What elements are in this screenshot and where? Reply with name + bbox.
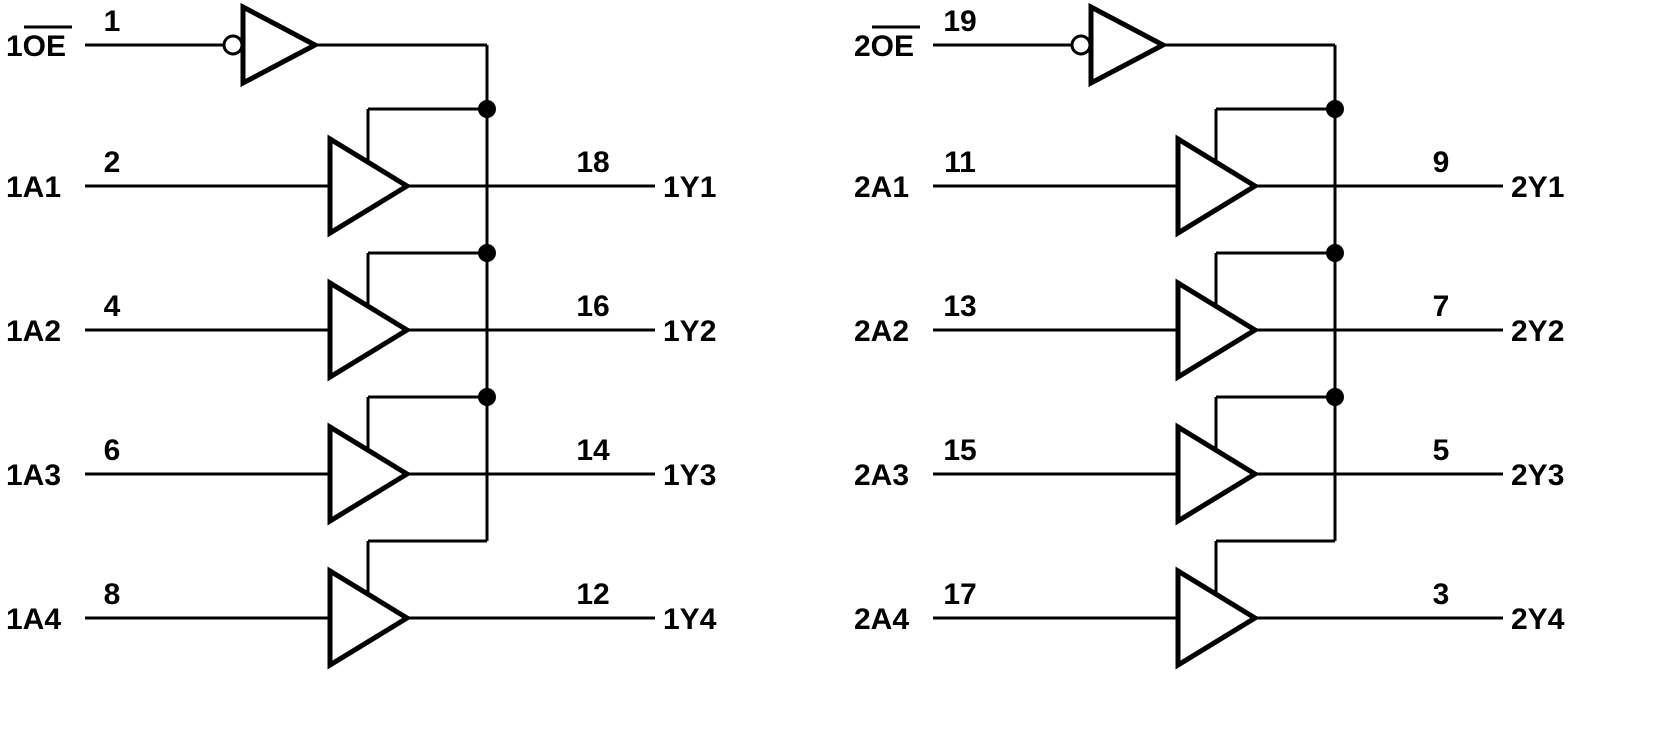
input-label: 2A3 xyxy=(854,459,909,492)
output-label: 2Y4 xyxy=(1511,603,1565,636)
pin-number: 3 xyxy=(1433,578,1450,611)
pin-number: 13 xyxy=(943,290,976,323)
oe-label: 2OE xyxy=(854,30,914,63)
pin-number: 8 xyxy=(104,578,121,611)
input-label: 1A2 xyxy=(6,315,61,348)
pin-number: 12 xyxy=(576,578,609,611)
pin-number: 7 xyxy=(1433,290,1450,323)
output-label: 1Y4 xyxy=(663,603,717,636)
pin-number: 2 xyxy=(104,146,121,179)
input-label: 2A2 xyxy=(854,315,909,348)
pin-number: 11 xyxy=(944,146,976,179)
pin-number: 5 xyxy=(1433,434,1450,467)
junction-dot xyxy=(478,100,496,118)
output-label: 1Y3 xyxy=(663,459,716,492)
inverter-gate xyxy=(240,2,321,88)
input-label: 1A1 xyxy=(6,171,61,204)
pin-number: 4 xyxy=(104,290,121,323)
pin-number: 6 xyxy=(104,434,121,467)
input-label: 1A4 xyxy=(6,603,61,636)
pin-number: 1 xyxy=(104,5,121,38)
pin-number: 14 xyxy=(576,434,610,467)
junction-dot xyxy=(478,388,496,406)
junction-dot xyxy=(1326,100,1344,118)
inverter-bubble xyxy=(222,34,244,56)
junction-dot xyxy=(478,244,496,262)
input-label: 2A4 xyxy=(854,603,909,636)
pin-number: 18 xyxy=(576,146,609,179)
junction-dot xyxy=(1326,388,1344,406)
pin-number: 19 xyxy=(943,5,976,38)
pin-number: 9 xyxy=(1433,146,1450,179)
input-label: 1A3 xyxy=(6,459,61,492)
output-label: 2Y1 xyxy=(1511,171,1564,204)
pin-number: 17 xyxy=(943,578,976,611)
pin-number: 16 xyxy=(576,290,609,323)
pin-number: 15 xyxy=(943,434,976,467)
output-label: 2Y2 xyxy=(1511,315,1564,348)
output-label: 1Y1 xyxy=(663,171,716,204)
output-label: 1Y2 xyxy=(663,315,716,348)
inverter-bubble xyxy=(1070,34,1092,56)
input-label: 2A1 xyxy=(854,171,909,204)
output-label: 2Y3 xyxy=(1511,459,1564,492)
oe-label: 1OE xyxy=(6,30,66,63)
junction-dot xyxy=(1326,244,1344,262)
inverter-gate xyxy=(1088,2,1169,88)
